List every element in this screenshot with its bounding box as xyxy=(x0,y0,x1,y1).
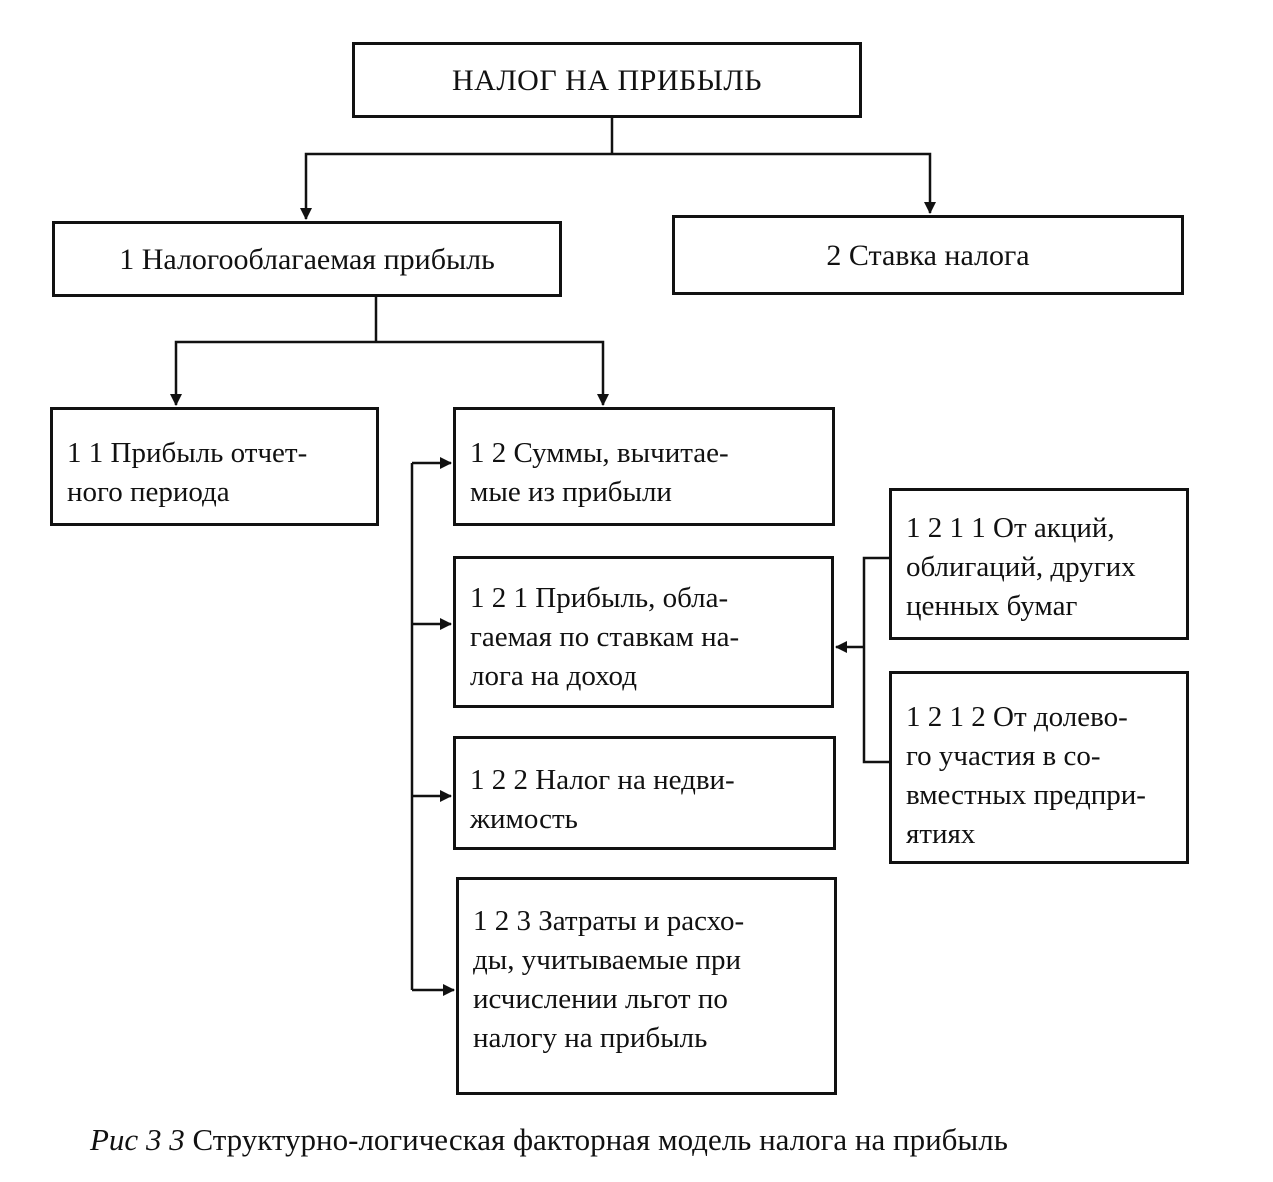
node-1-2-2-line: 1 2 2 Налог на недви- xyxy=(470,764,735,796)
connector-root-to-2 xyxy=(612,152,936,214)
node-1-2-1-2-line: 1 2 1 2 От долево- xyxy=(906,701,1128,733)
node-1-2-1-line: 1 2 1 Прибыль, обла- xyxy=(470,582,729,614)
node-2-box: 2 Ставка налога xyxy=(672,215,1184,295)
node-1-2-3-line: ды, учитываемые при xyxy=(473,944,742,976)
node-1-2-1-1-line: облигаций, других xyxy=(906,551,1136,583)
connector-1-to-1-1 xyxy=(170,340,376,406)
node-1-2-box: 1 2 Суммы, вычитае- мые из прибыли xyxy=(453,407,835,526)
node-1-2-1-line: гаемая по ставкам на- xyxy=(470,621,740,653)
node-1-2-3-line: налогу на прибыль xyxy=(473,1022,708,1054)
node-1-2-1-line: лога на доход xyxy=(470,660,637,692)
node-1-2-1-box: 1 2 1 Прибыль, обла- гаемая по ставкам н… xyxy=(453,556,834,708)
figure-caption-label: Рис 3 3 xyxy=(90,1122,185,1157)
node-1-1-line: 1 1 Прибыль отчет- xyxy=(67,437,308,469)
node-1-2-1-1-box: 1 2 1 1 От акций, облигаций, других ценн… xyxy=(889,488,1189,640)
node-1-2-3-box: 1 2 3 Затраты и расхо- ды, учитываемые п… xyxy=(456,877,837,1095)
node-1-2-1-2-line: ятиях xyxy=(906,818,976,850)
connector-right-bracket xyxy=(862,556,889,764)
node-2-label: 2 Ставка налога xyxy=(826,238,1030,272)
figure-caption: Рис 3 3 Структурно-логическая факторная … xyxy=(90,1122,1008,1158)
node-1-2-1-1-line: 1 2 1 1 От акций, xyxy=(906,512,1115,544)
root-node-box: НАЛОГ НА ПРИБЫЛЬ xyxy=(352,42,862,118)
node-1-label: 1 Налогооблагаемая прибыль xyxy=(119,242,495,276)
node-1-2-line: 1 2 Суммы, вычитае- xyxy=(470,437,729,469)
node-1-2-2-line: жимость xyxy=(470,803,578,835)
node-1-1-line: ного периода xyxy=(67,476,230,508)
node-1-1-box: 1 1 Прибыль отчет- ного периода xyxy=(50,407,379,526)
figure-caption-text: Структурно-логическая факторная модель н… xyxy=(192,1122,1008,1157)
node-1-2-3-line: 1 2 3 Затраты и расхо- xyxy=(473,905,745,937)
root-node-label: НАЛОГ НА ПРИБЫЛЬ xyxy=(452,63,762,97)
connector-root-to-1 xyxy=(300,152,612,220)
node-1-box: 1 Налогооблагаемая прибыль xyxy=(52,221,562,297)
node-1-2-1-1-line: ценных бумаг xyxy=(906,590,1078,622)
node-1-2-1-2-line: го участия в со- xyxy=(906,740,1101,772)
node-1-2-2-box: 1 2 2 Налог на недви- жимость xyxy=(453,736,836,850)
node-1-2-1-2-line: вместных предпри- xyxy=(906,779,1146,811)
node-1-2-line: мые из прибыли xyxy=(470,476,672,508)
connector-1-to-1-2 xyxy=(376,340,609,406)
node-1-2-3-line: исчислении льгот по xyxy=(473,983,728,1015)
node-1-2-1-2-box: 1 2 1 2 От долево- го участия в со- вмес… xyxy=(889,671,1189,864)
